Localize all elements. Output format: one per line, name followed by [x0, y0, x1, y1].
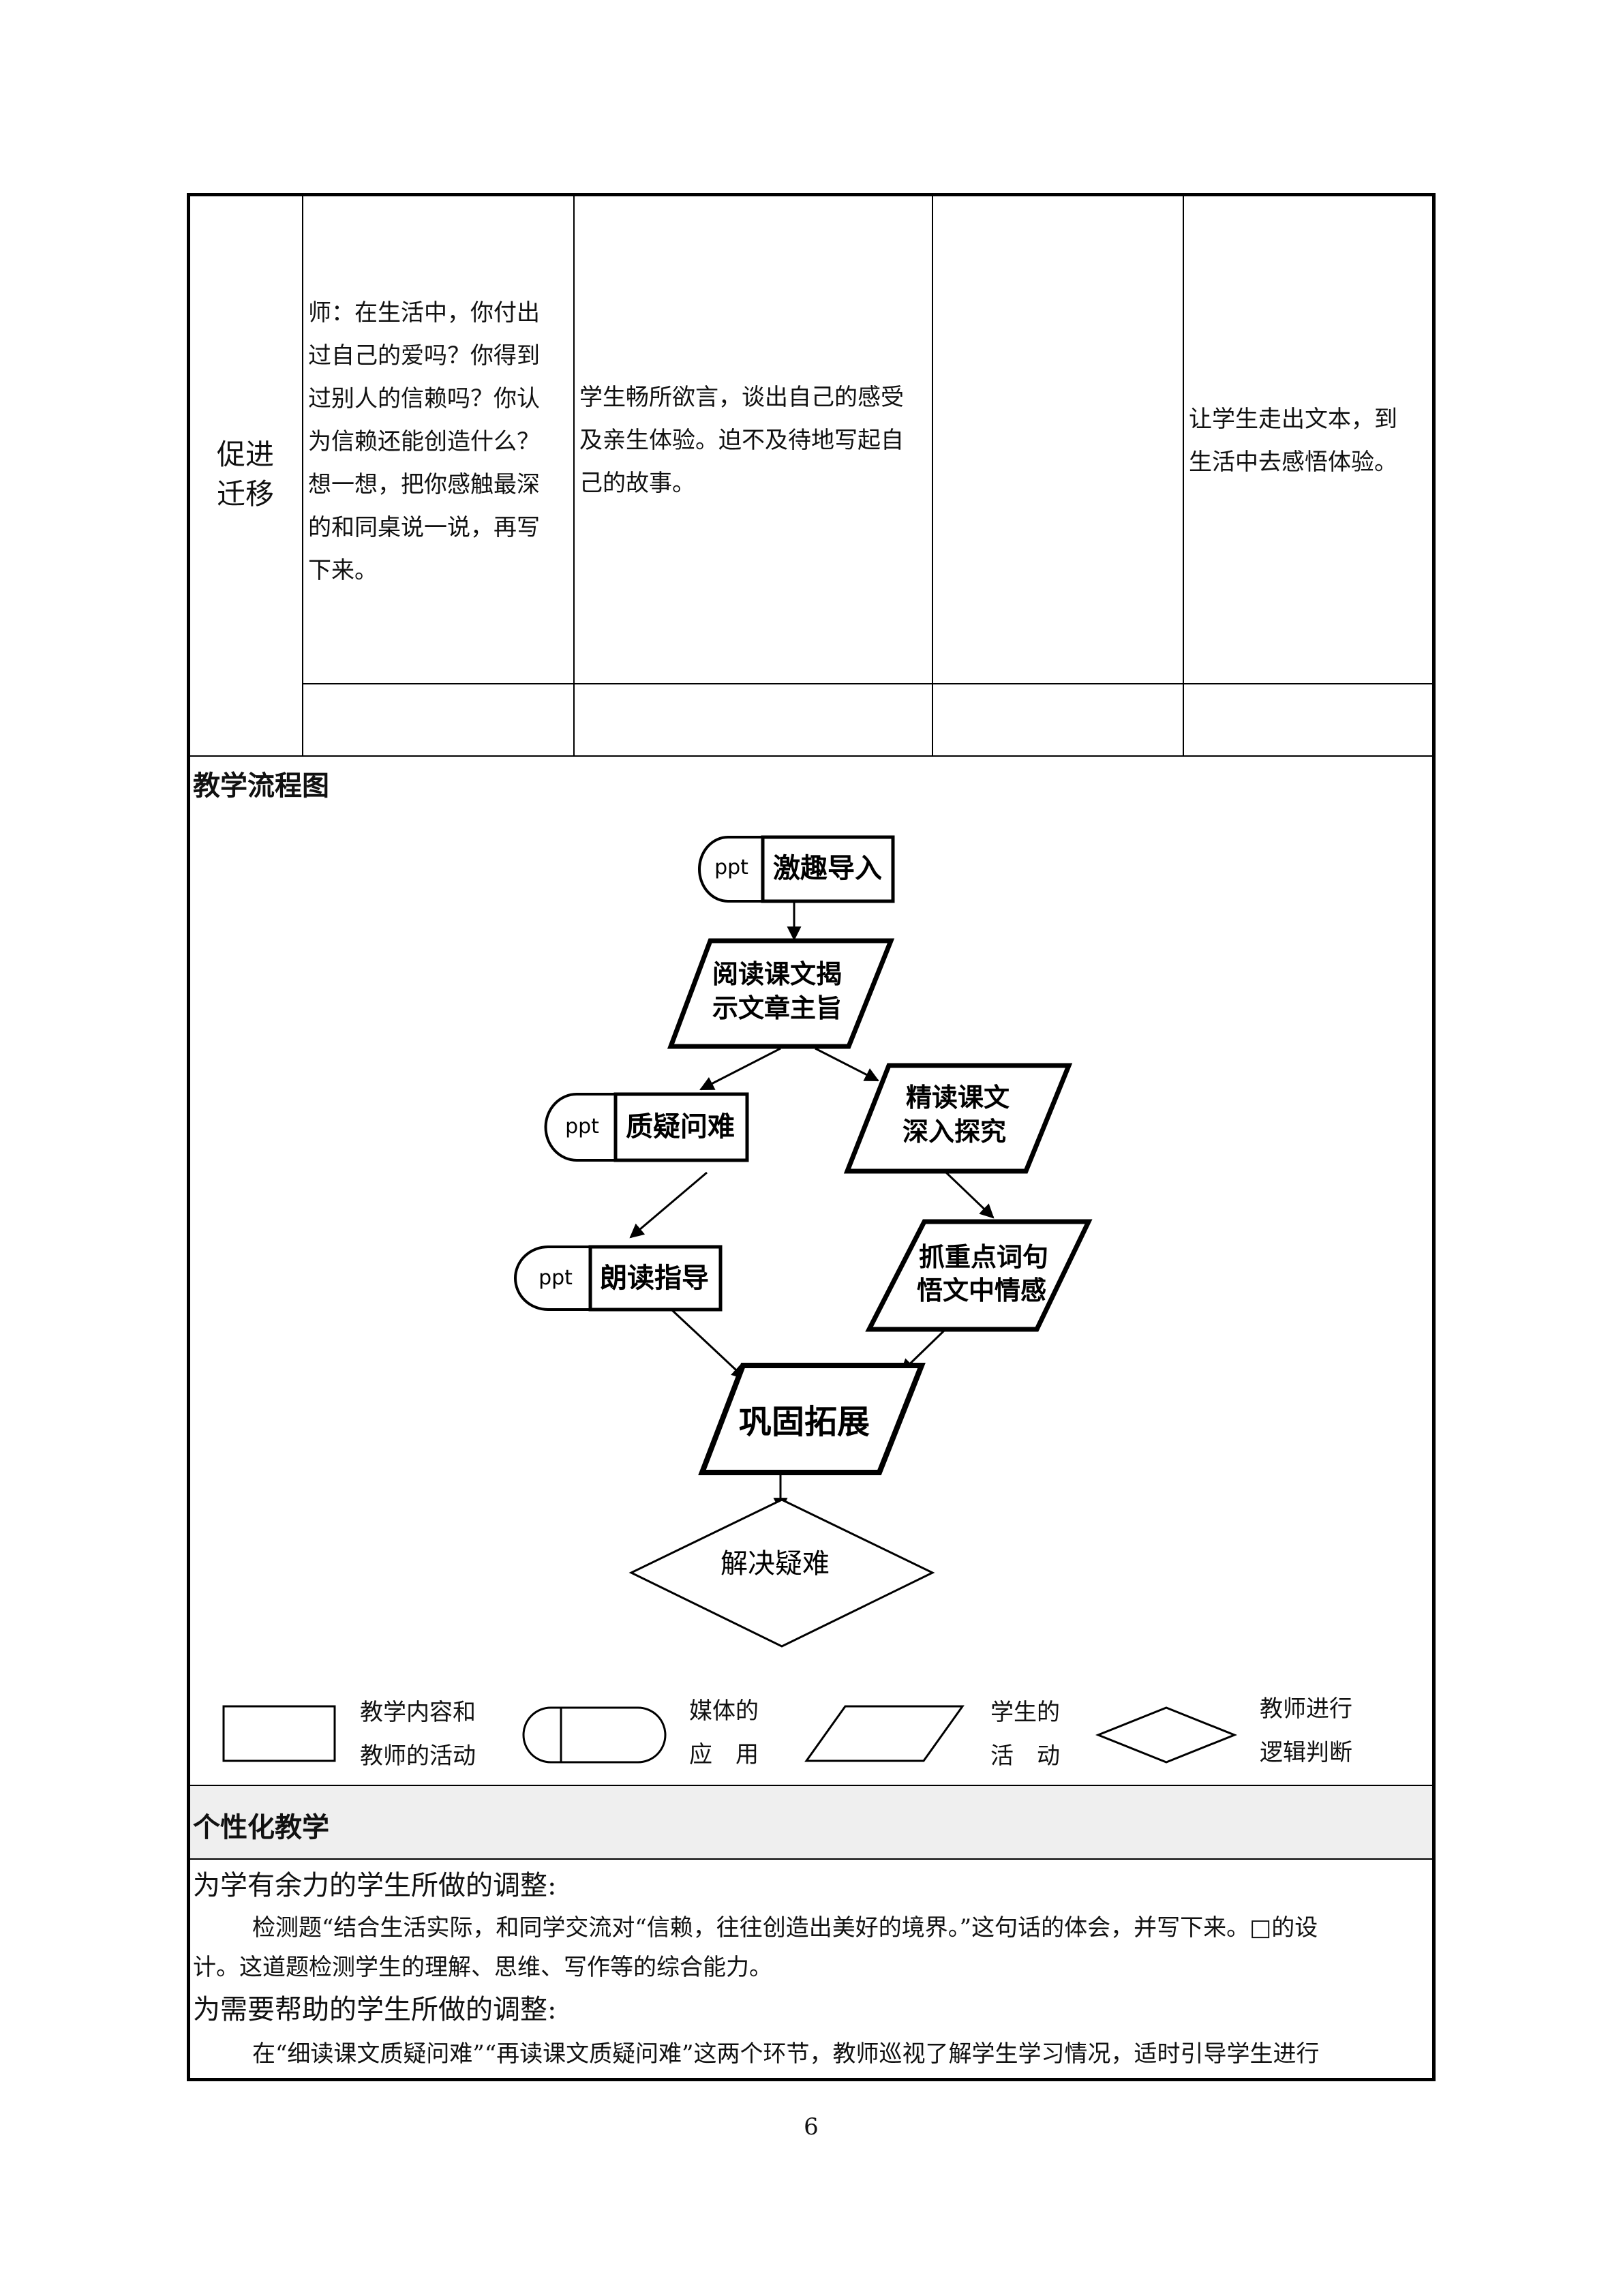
- recite-box: [588, 1245, 723, 1312]
- flow-node-deep: 精读课文 深入探究: [843, 1063, 1073, 1174]
- ppt-label: ppt: [539, 1266, 573, 1290]
- advanced-text-line: 检测题“结合生活实际，和同学交流对“信赖，往往创造出美好的境界。”这句话的体会，…: [252, 1914, 1318, 1942]
- flow-node-recite: ppt 朗读指导: [514, 1245, 723, 1312]
- design-intent-line: 让学生走出文本，到: [1189, 406, 1397, 433]
- grasp-label-line1: 抓重点词句: [919, 1242, 1048, 1272]
- legend-text: 教学内容和: [360, 1699, 476, 1726]
- teacher-activity-line: 为信赖还能创造什么？: [308, 428, 540, 455]
- stage-label: 促进 迁移: [217, 435, 278, 514]
- flow-node-solve: 解决疑难: [628, 1498, 935, 1648]
- grasp-label-line2: 悟文中情感: [917, 1275, 1046, 1305]
- section-divider: [187, 1858, 1436, 1860]
- consolidate-label: 巩固拓展: [739, 1403, 870, 1441]
- legend-diamond: [1095, 1706, 1238, 1764]
- flowchart-title: 教学流程图: [193, 770, 329, 802]
- legend-text: 媒体的: [689, 1697, 759, 1725]
- legend-text: 活 动: [990, 1742, 1060, 1770]
- teacher-activity: 师：在生活中，你付出 过自己的爱吗？你得到 过别人的信赖吗？你认 为信赖还能创造…: [308, 292, 567, 592]
- start-label: 激趣导入: [773, 853, 882, 884]
- help-title: 为需要帮助的学生所做的调整:: [193, 1994, 557, 2025]
- flowchart: ppt 激趣导入 阅读课文揭 示文章主旨 ppt 质疑问难 精读课文 深入探究 …: [222, 835, 1238, 1764]
- legend-parallelogram: [804, 1705, 965, 1762]
- help-text-line: 在“细读课文质疑问难”“再读课文质疑问难”这两个环节，教师巡视了解学生学习情况，…: [252, 2040, 1320, 2068]
- legend-rectangle: [222, 1705, 336, 1762]
- start-box: [761, 835, 895, 903]
- flow-node-grasp: 抓重点词句 悟文中情感: [865, 1219, 1093, 1332]
- student-activity-line: 学生畅所欲言，谈出自己的感受: [579, 384, 904, 411]
- legend-item: 学生的 活 动: [990, 1691, 1060, 1778]
- table-divider: [1183, 193, 1184, 757]
- read-shape: [667, 938, 895, 1049]
- stage-label-line: 迁移: [217, 477, 275, 511]
- teacher-activity-line: 的和同桌说一说，再写: [308, 514, 540, 541]
- grasp-shape: [865, 1219, 1093, 1332]
- media-pill: [514, 1245, 592, 1311]
- legend-text: 教师进行: [1260, 1695, 1352, 1723]
- media-pill: [698, 836, 764, 903]
- read-label-line1: 阅读课文揭: [712, 959, 842, 989]
- flow-arrow: [815, 1047, 879, 1082]
- teacher-activity-line: 过自己的爱吗？你得到: [308, 342, 540, 369]
- media-pill: [544, 1093, 617, 1162]
- teacher-activity-line: 过别人的信赖吗？你认: [308, 385, 540, 412]
- personalized-title: 个性化教学: [193, 1811, 329, 1843]
- legend-text: 应 用: [689, 1741, 759, 1768]
- legend-item: 媒体的 应 用: [689, 1689, 759, 1777]
- legend-text: 教师的活动: [360, 1742, 476, 1770]
- page-frame: [187, 193, 1436, 2081]
- table-divider: [187, 755, 1436, 757]
- flow-arrow: [670, 1308, 746, 1380]
- teacher-activity-line: 师：在生活中，你付出: [308, 299, 540, 327]
- flow-arrow: [945, 1171, 995, 1219]
- deep-shape: [843, 1063, 1073, 1174]
- flow-node-start: ppt 激趣导入: [698, 835, 895, 903]
- deep-label-line2: 深入探究: [902, 1117, 1006, 1147]
- section-divider: [187, 1785, 1436, 1786]
- teacher-activity-line: 下来。: [308, 557, 378, 584]
- page-number: 6: [804, 2113, 819, 2141]
- design-intent-line: 生活中去感悟体验。: [1189, 449, 1397, 476]
- solve-shape: [628, 1498, 935, 1648]
- read-label-line2: 示文章主旨: [712, 993, 842, 1023]
- flow-node-read: 阅读课文揭 示文章主旨: [667, 938, 895, 1049]
- ppt-label: ppt: [565, 1115, 599, 1138]
- recite-label: 朗读指导: [600, 1263, 709, 1294]
- table-divider: [302, 193, 303, 757]
- flow-node-question: ppt 质疑问难: [544, 1092, 749, 1162]
- deep-label-line1: 精读课文: [906, 1083, 1010, 1113]
- flow-arrow: [699, 1047, 781, 1091]
- advanced-text-line: 计。这道题检测学生的理解、思维、写作等的综合能力。: [193, 1954, 772, 1981]
- student-activity-line: 及亲生体验。迫不及待地写起自: [579, 427, 904, 454]
- question-box: [613, 1092, 749, 1162]
- solve-label: 解决疑难: [721, 1548, 830, 1580]
- student-activity: 学生畅所欲言，谈出自己的感受 及亲生体验。迫不及待地写起自 己的故事。: [579, 376, 927, 505]
- advanced-title: 为学有余力的学生所做的调整:: [193, 1870, 557, 1901]
- legend-media-shape: [522, 1706, 667, 1764]
- ppt-label: ppt: [714, 856, 748, 879]
- legend-text: 学生的: [990, 1699, 1060, 1726]
- consolidate-shape: [698, 1363, 926, 1475]
- design-intent: 让学生走出文本，到 生活中去感悟体验。: [1189, 398, 1431, 484]
- stage-label-line: 促进: [217, 438, 275, 471]
- table-divider: [302, 683, 1434, 684]
- student-activity-line: 己的故事。: [579, 470, 695, 497]
- teacher-activity-line: 想一想，把你感触最深: [308, 471, 540, 498]
- legend-text: 逻辑判断: [1260, 1739, 1352, 1766]
- table-divider: [573, 193, 575, 757]
- legend-item: 教学内容和 教师的活动: [360, 1691, 476, 1778]
- flow-arrow: [629, 1171, 708, 1239]
- legend-item: 教师进行 逻辑判断: [1260, 1687, 1352, 1774]
- section-header-band: [190, 1786, 1432, 1858]
- table-divider: [932, 193, 933, 757]
- question-label: 质疑问难: [626, 1111, 735, 1143]
- flow-node-consolidate: 巩固拓展: [698, 1363, 926, 1475]
